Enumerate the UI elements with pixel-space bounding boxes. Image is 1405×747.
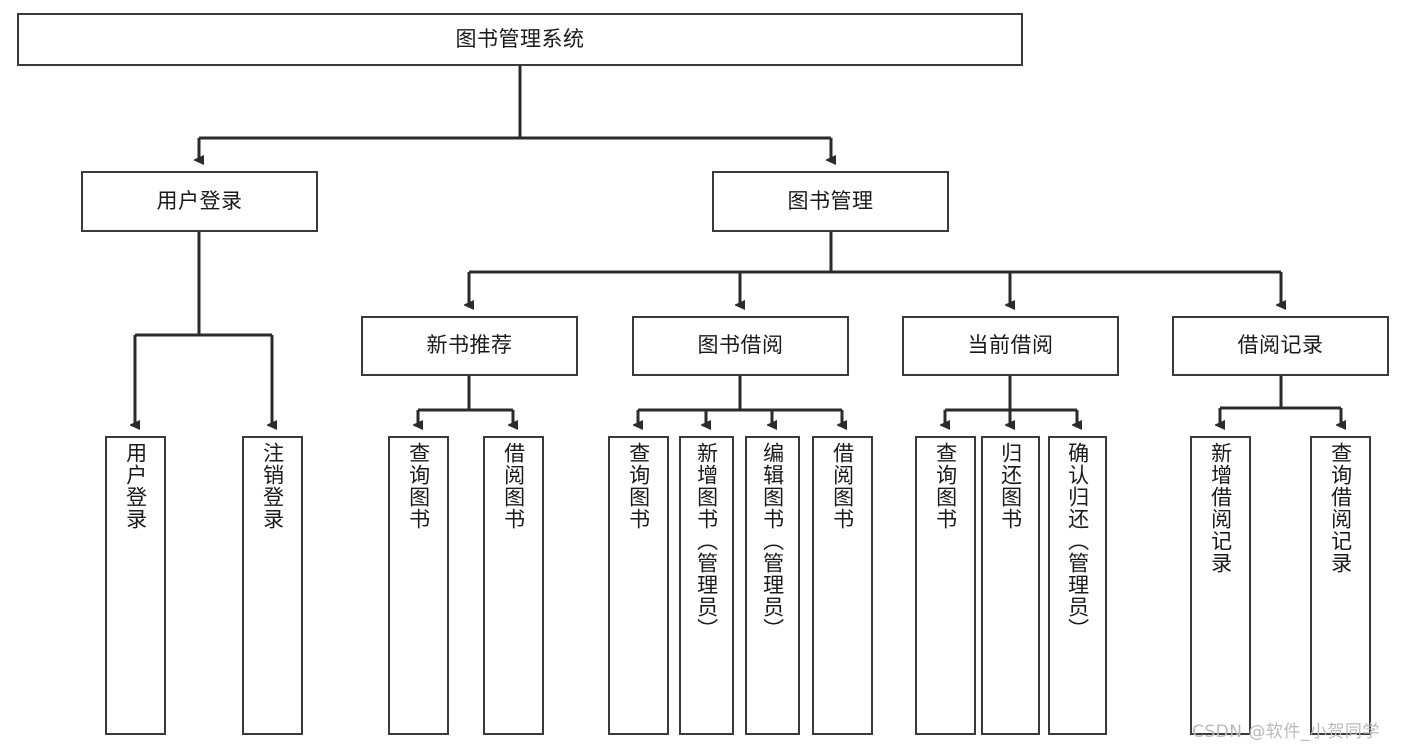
node-leaf-borrow-book-borrow[interactable]: 借阅图书 [812, 436, 873, 735]
node-leaf-borrow-book-recommend[interactable]: 借阅图书 [483, 436, 544, 735]
node-label: 归还图书 [998, 442, 1023, 530]
node-current-borrow[interactable]: 当前借阅 [902, 316, 1119, 376]
node-label: 图书借阅 [697, 333, 784, 358]
csdn-watermark: CSDN @软件_小贺同学 [1192, 722, 1380, 742]
node-label: 图书管理系统 [455, 26, 585, 51]
node-leaf-add-book-admin[interactable]: 新增图书（管理员） [679, 436, 734, 735]
node-label: 借阅图书 [501, 442, 526, 530]
node-user-login[interactable]: 用户登录 [81, 171, 318, 232]
node-leaf-user-login[interactable]: 用户登录 [105, 436, 166, 735]
node-label: 当前借阅 [967, 333, 1054, 358]
node-leaf-confirm-return-admin[interactable]: 确认归还（管理员） [1048, 436, 1107, 735]
node-label: 注销登录 [260, 442, 285, 530]
node-root-book-management-system[interactable]: 图书管理系统 [17, 13, 1023, 66]
node-book-borrow[interactable]: 图书借阅 [632, 316, 849, 376]
node-leaf-query-book-current[interactable]: 查询图书 [915, 436, 976, 735]
node-label: 查询图书 [626, 442, 651, 530]
node-new-book-recommend[interactable]: 新书推荐 [361, 316, 578, 376]
node-book-management[interactable]: 图书管理 [712, 171, 949, 232]
node-leaf-logout-login[interactable]: 注销登录 [242, 436, 303, 735]
node-leaf-edit-book-admin[interactable]: 编辑图书（管理员） [745, 436, 800, 735]
node-label: 查询借阅记录 [1328, 442, 1353, 574]
node-leaf-query-book-borrow[interactable]: 查询图书 [608, 436, 669, 735]
node-leaf-query-borrow-record[interactable]: 查询借阅记录 [1310, 436, 1371, 735]
node-label: 借阅记录 [1237, 333, 1324, 358]
node-leaf-return-book[interactable]: 归还图书 [981, 436, 1040, 735]
node-label: 用户登录 [156, 188, 243, 213]
node-label: 新增图书（管理员） [694, 442, 719, 640]
node-label: 新书推荐 [426, 333, 513, 358]
node-borrow-record[interactable]: 借阅记录 [1172, 316, 1389, 376]
node-label: 编辑图书（管理员） [760, 442, 785, 640]
node-leaf-add-borrow-record[interactable]: 新增借阅记录 [1190, 436, 1251, 735]
node-label: 新增借阅记录 [1208, 442, 1233, 574]
node-label: 借阅图书 [830, 442, 855, 530]
node-label: 查询图书 [933, 442, 958, 530]
node-label: 图书管理 [787, 188, 874, 213]
node-label: 查询图书 [406, 442, 431, 530]
node-label: 用户登录 [123, 442, 148, 530]
node-label: 确认归还（管理员） [1065, 442, 1090, 640]
node-leaf-query-book-recommend[interactable]: 查询图书 [388, 436, 449, 735]
